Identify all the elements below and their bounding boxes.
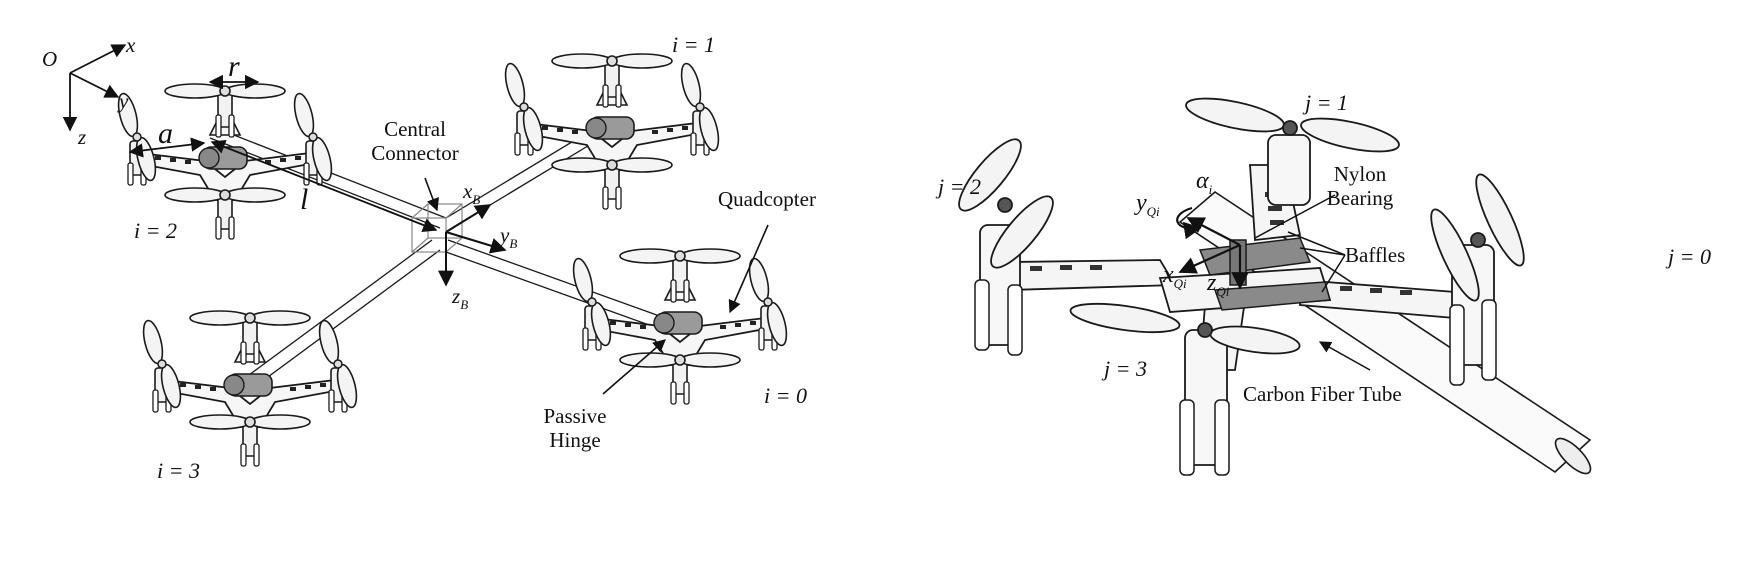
qi-y-axis-label: yQi	[1136, 190, 1160, 219]
central-connector-label: Central Connector	[360, 117, 470, 165]
right-prop-hubs	[997, 120, 1486, 338]
left-panel	[62, 44, 790, 466]
nylon-bearing-line2: Bearing	[1326, 186, 1394, 211]
central-connector-line2: Connector	[371, 141, 459, 166]
dimension-arrows	[128, 74, 438, 232]
right-panel	[958, 97, 1592, 476]
index-j0-label: j = 0	[1668, 244, 1711, 269]
quadcopter-label: Quadcopter	[718, 187, 816, 211]
alpha-angle-label: αi	[1196, 168, 1213, 197]
body-z-axis-sub: B	[460, 297, 469, 312]
baffles-label: Baffles	[1345, 243, 1406, 267]
body-z-axis-label: zB	[452, 284, 468, 312]
body-x-axis-letter: x	[463, 179, 473, 203]
alpha-sub: i	[1208, 182, 1213, 197]
qi-y-letter: y	[1136, 190, 1147, 216]
body-y-axis-label: yB	[500, 223, 517, 251]
index-j1-label: j = 1	[1305, 90, 1348, 115]
body-x-axis-label: xB	[463, 179, 480, 207]
qi-x-sub: Qi	[1173, 276, 1187, 291]
qi-z-letter: z	[1207, 270, 1217, 296]
alpha-symbol: α	[1196, 168, 1209, 194]
quadcopter-i1	[502, 54, 722, 209]
quadcopter-i3	[140, 311, 360, 466]
global-frame-axes	[62, 44, 127, 132]
passive-hinge-line2: Hinge	[549, 428, 601, 453]
quadcopter-i0	[570, 249, 790, 404]
right-leader-lines	[1254, 194, 1371, 371]
body-frame-axes	[438, 204, 507, 287]
body-y-axis-letter: y	[500, 223, 510, 247]
index-i3-label: i = 3	[157, 458, 200, 483]
right-propellers	[958, 97, 1525, 355]
central-connector-cube	[411, 203, 463, 253]
x-axis-label: x	[126, 33, 136, 57]
central-connector-line1: Central	[384, 117, 446, 141]
passive-hinge-line1: Passive	[543, 404, 607, 428]
dimension-r-label: r	[228, 50, 240, 83]
qi-x-axis-label: xQi	[1163, 262, 1187, 291]
z-axis-label: z	[78, 125, 87, 149]
nylon-bearing-line1: Nylon	[1333, 162, 1387, 186]
leader-lines	[424, 177, 769, 395]
body-x-axis-sub: B	[472, 192, 481, 207]
passive-hinge-label: Passive Hinge	[520, 404, 630, 452]
y-axis-label: y	[119, 89, 129, 113]
body-z-axis-letter: z	[452, 284, 461, 308]
qi-z-sub: Qi	[1216, 284, 1230, 299]
index-i0-label: i = 0	[764, 383, 807, 408]
qi-z-axis-label: zQi	[1207, 270, 1230, 299]
index-j3-label: j = 3	[1104, 356, 1147, 381]
index-i1-label: i = 1	[672, 32, 715, 57]
nylon-bearing-label: Nylon Bearing	[1320, 162, 1400, 210]
dimension-a-label: a	[158, 117, 173, 150]
body-y-axis-sub: B	[509, 236, 518, 251]
qi-y-sub: Qi	[1146, 204, 1160, 219]
landing-legs	[974, 279, 1497, 476]
origin-label: O	[42, 47, 58, 71]
dimension-l-label: l	[300, 183, 309, 216]
qi-x-letter: x	[1163, 262, 1174, 288]
index-j2-label: j = 2	[938, 174, 981, 199]
index-i2-label: i = 2	[134, 218, 177, 243]
qi-frame-axes	[1176, 206, 1249, 290]
carbon-fiber-tube-label: Carbon Fiber Tube	[1243, 382, 1402, 406]
